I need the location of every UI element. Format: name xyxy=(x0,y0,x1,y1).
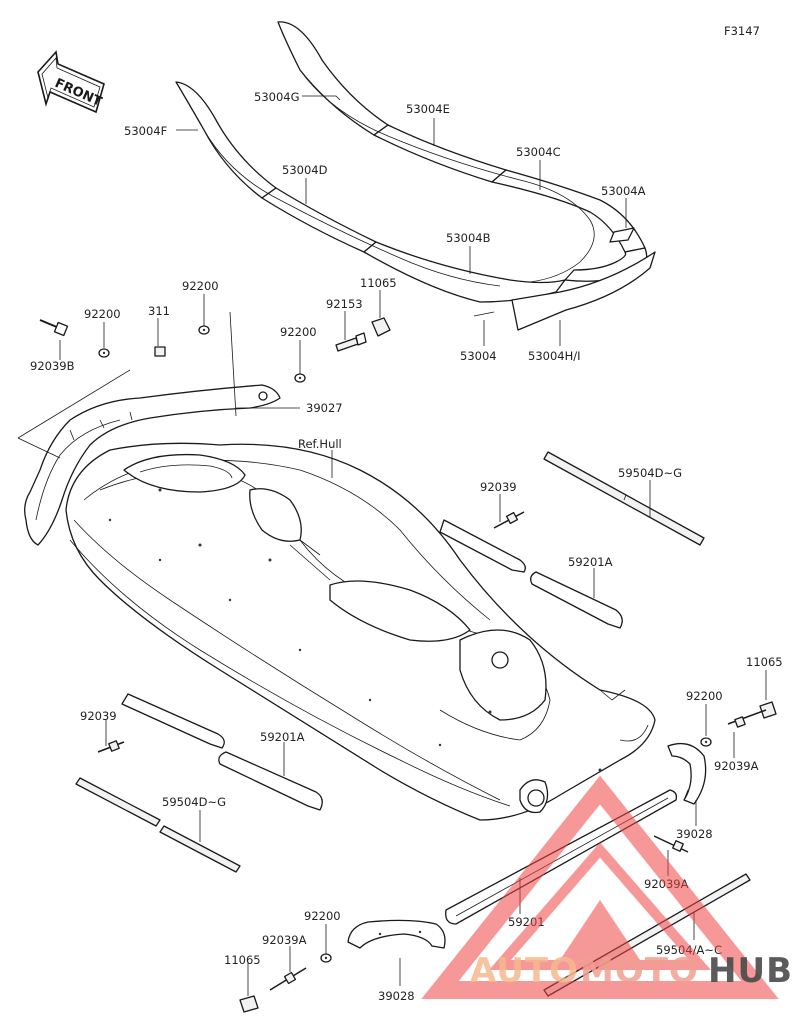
label-53004D: 53004D xyxy=(282,163,328,177)
label-53004E: 53004E xyxy=(406,102,450,116)
guard-59201A-right-upper xyxy=(439,519,623,629)
bracket-39028-right xyxy=(667,742,707,805)
label-92200-b: 92200 xyxy=(84,307,121,321)
mat-53004A-small xyxy=(609,227,635,243)
watermark-hub: HUB xyxy=(708,951,793,991)
label-59201A-left: 59201A xyxy=(260,730,305,744)
label-92039B: 92039B xyxy=(30,359,75,373)
mat-53004-strip xyxy=(473,311,495,317)
bracket-39028-bottom xyxy=(347,919,446,949)
leader-lines xyxy=(59,95,767,996)
label-53004G: 53004G xyxy=(254,90,300,104)
washer-92200-right xyxy=(700,737,712,747)
label-39027: 39027 xyxy=(306,401,343,415)
front-arrow-icon: FRONT xyxy=(37,50,105,114)
label-39028-bottom: 39028 xyxy=(378,989,415,1003)
hull xyxy=(65,442,656,821)
label-92039-left: 92039 xyxy=(80,709,117,723)
label-311: 311 xyxy=(148,304,170,318)
watermark-triangle-icon xyxy=(421,775,779,999)
watermark-moto: MOTO xyxy=(580,951,699,991)
watermark-auto: AUTO xyxy=(470,951,579,991)
rivet-92039A-mid xyxy=(653,835,689,853)
watermark-text: AUTO MOTO HUB xyxy=(470,951,793,991)
label-92039-right: 92039 xyxy=(480,480,517,494)
washer-92200-mid xyxy=(294,373,306,383)
rivet-92039A-bottom xyxy=(269,967,307,991)
label-53004: 53004 xyxy=(460,349,497,363)
figure-code: F3147 xyxy=(724,24,760,38)
rail-39027 xyxy=(24,384,281,546)
mat-53004E xyxy=(373,124,507,183)
label-39028-right: 39028 xyxy=(676,827,713,841)
washer-92200-left xyxy=(98,348,110,358)
label-11065-right: 11065 xyxy=(746,655,783,669)
label-92153: 92153 xyxy=(326,297,363,311)
cap-11065-right xyxy=(759,701,777,719)
rub-strip-59504DG-right xyxy=(543,451,705,546)
label-ref-hull: Ref.Hull xyxy=(298,437,342,451)
label-92200-c: 92200 xyxy=(280,325,317,339)
label-92039A-bottom: 92039A xyxy=(262,933,307,947)
fastener-92039B xyxy=(39,319,69,337)
label-11065-top: 11065 xyxy=(360,276,397,290)
rub-strip-59504DG-left xyxy=(75,777,241,873)
label-59201A-right: 59201A xyxy=(568,555,613,569)
washer-92200-top xyxy=(198,325,210,335)
label-59504DG-left: 59504D~G xyxy=(162,795,226,809)
guard-59201A-left xyxy=(121,693,323,811)
label-92200-a: 92200 xyxy=(182,279,219,293)
label-11065-bottom: 11065 xyxy=(224,953,261,967)
label-53004HI: 53004H/I xyxy=(528,349,581,363)
label-92200-bottom: 92200 xyxy=(304,909,341,923)
rivet-92039-right xyxy=(493,511,525,529)
label-92039A-right: 92039A xyxy=(714,759,759,773)
label-92200-right: 92200 xyxy=(686,689,723,703)
label-53004F: 53004F xyxy=(124,124,167,138)
cap-11065-bottom xyxy=(239,995,259,1013)
mat-set xyxy=(175,21,656,331)
nut-311 xyxy=(154,346,166,357)
watermark-logo xyxy=(421,775,779,999)
label-53004A: 53004A xyxy=(601,184,646,198)
mat-53004HI xyxy=(511,251,656,331)
label-59504DG-right: 59504D~G xyxy=(618,466,682,480)
cap-11065-top xyxy=(371,317,391,337)
mat-53004B xyxy=(363,241,566,303)
mat-53004G xyxy=(277,21,389,136)
bolt-92153 xyxy=(335,332,367,352)
washer-92200-bottom xyxy=(320,953,332,963)
rivet-92039-left xyxy=(97,740,125,753)
label-53004C: 53004C xyxy=(516,145,561,159)
rivet-92039A-right xyxy=(727,709,767,728)
label-53004B: 53004B xyxy=(446,231,491,245)
